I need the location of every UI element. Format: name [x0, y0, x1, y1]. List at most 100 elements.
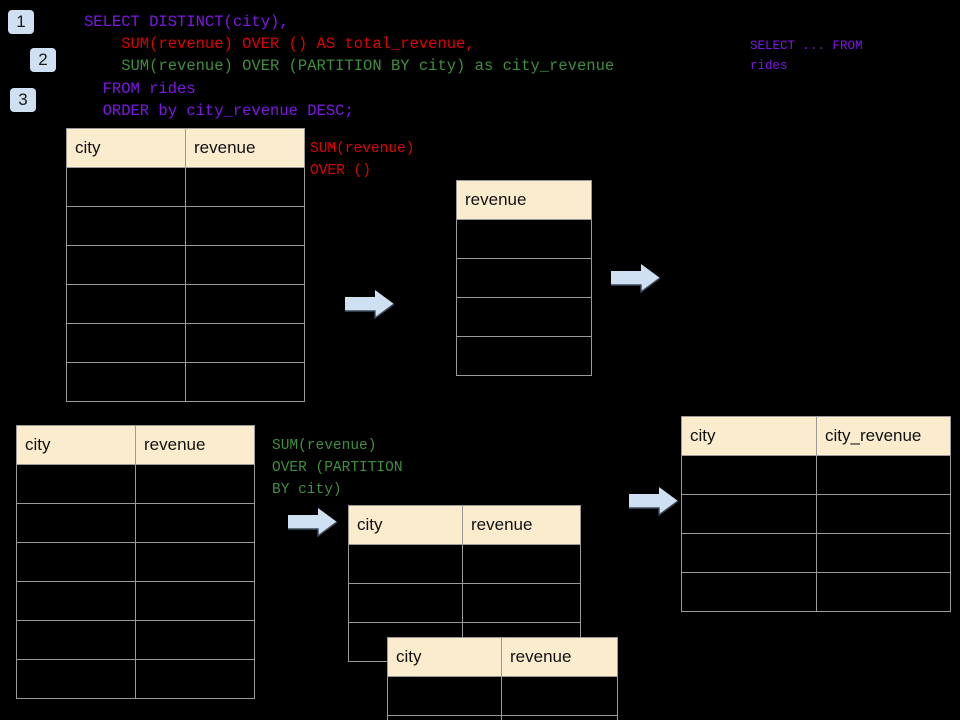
table-cell [66, 323, 186, 363]
step-badge-2: 2 [30, 48, 56, 72]
table-header-row: city revenue [66, 128, 305, 168]
table-cell [185, 245, 305, 285]
table-row [16, 620, 255, 660]
table-row [66, 362, 305, 402]
table-body [456, 219, 592, 376]
table-cell [501, 676, 618, 716]
sql-line-from-rides: FROM rides [84, 80, 196, 98]
sql-line-city-revenue: SUM(revenue) OVER (PARTITION BY city) as… [84, 57, 615, 75]
annotation-total-line1: SUM(revenue) [310, 141, 415, 157]
arrow-total-to-result [611, 264, 661, 294]
table-cell [135, 659, 255, 699]
table-cell [387, 676, 502, 716]
table-header-row: city revenue [387, 637, 618, 677]
table-row [681, 572, 951, 612]
table-row [387, 715, 618, 720]
step-badge-1: 1 [8, 10, 34, 34]
column-header-city: city [16, 425, 136, 465]
column-header-city-revenue: city_revenue [816, 416, 951, 456]
table-cell [66, 245, 186, 285]
step-badge-3: 3 [10, 88, 36, 112]
table-row [66, 167, 305, 207]
table-row [16, 503, 255, 543]
table-source-top: city revenue [66, 128, 305, 402]
table-cell [185, 206, 305, 246]
table-result: city city_revenue [681, 416, 951, 612]
table-row [456, 258, 592, 298]
table-source-bottom: city revenue [16, 425, 255, 699]
table-body [16, 464, 255, 699]
annotation-partition-line1: SUM(revenue) [272, 438, 377, 454]
table-cell [456, 258, 592, 298]
column-header-city: city [681, 416, 817, 456]
table-partition-group-b: city revenue [387, 637, 618, 720]
table-row [681, 494, 951, 534]
table-row [387, 676, 618, 716]
table-cell [501, 715, 618, 720]
table-cell [816, 494, 951, 534]
sql-line-select-distinct: SELECT DISTINCT(city), [84, 13, 289, 31]
table-cell [135, 581, 255, 621]
table-row [66, 245, 305, 285]
table-header-row: city revenue [348, 505, 581, 545]
table-cell [135, 620, 255, 660]
table-body [387, 676, 618, 720]
table-row [348, 583, 581, 623]
table-cell [135, 464, 255, 504]
arrow-partition-to-result [629, 487, 679, 517]
table-cell [816, 572, 951, 612]
table-cell [348, 544, 463, 584]
column-header-city: city [348, 505, 463, 545]
table-row [681, 533, 951, 573]
table-cell [456, 219, 592, 259]
table-cell [16, 620, 136, 660]
table-cell [185, 323, 305, 363]
table-cell [66, 284, 186, 324]
column-header-city: city [387, 637, 502, 677]
sql-line-total-revenue: SUM(revenue) OVER () AS total_revenue, [84, 35, 475, 53]
table-body [66, 167, 305, 402]
table-row [66, 323, 305, 363]
arrow-source-to-partition [288, 508, 338, 538]
table-cell [66, 167, 186, 207]
table-cell [681, 455, 817, 495]
table-cell [16, 659, 136, 699]
table-cell [16, 581, 136, 621]
table-row [16, 542, 255, 582]
table-body [681, 455, 951, 612]
table-row [16, 581, 255, 621]
table-row [456, 297, 592, 337]
column-header-revenue: revenue [185, 128, 305, 168]
table-cell [348, 583, 463, 623]
table-cell [16, 464, 136, 504]
table-row [456, 336, 592, 376]
table-cell [681, 533, 817, 573]
table-cell [16, 542, 136, 582]
table-cell [462, 583, 581, 623]
table-cell [387, 715, 502, 720]
side-note-rides: rides [750, 59, 788, 73]
table-cell [185, 167, 305, 207]
table-row [66, 284, 305, 324]
table-cell [816, 533, 951, 573]
table-total-revenue: revenue [456, 180, 592, 376]
table-row [66, 206, 305, 246]
table-cell [456, 336, 592, 376]
table-cell [185, 284, 305, 324]
table-cell [185, 362, 305, 402]
table-cell [456, 297, 592, 337]
table-row [16, 659, 255, 699]
column-header-revenue: revenue [135, 425, 255, 465]
table-header-row: revenue [456, 180, 592, 220]
arrow-source-to-total [345, 290, 395, 320]
table-row [681, 455, 951, 495]
column-header-revenue: revenue [501, 637, 618, 677]
table-cell [135, 542, 255, 582]
sql-line-order-by: ORDER by city_revenue DESC; [84, 102, 354, 120]
table-row [348, 544, 581, 584]
table-cell [681, 494, 817, 534]
column-header-city: city [66, 128, 186, 168]
column-header-revenue: revenue [456, 180, 592, 220]
annotation-partition-line3: BY city) [272, 482, 342, 498]
